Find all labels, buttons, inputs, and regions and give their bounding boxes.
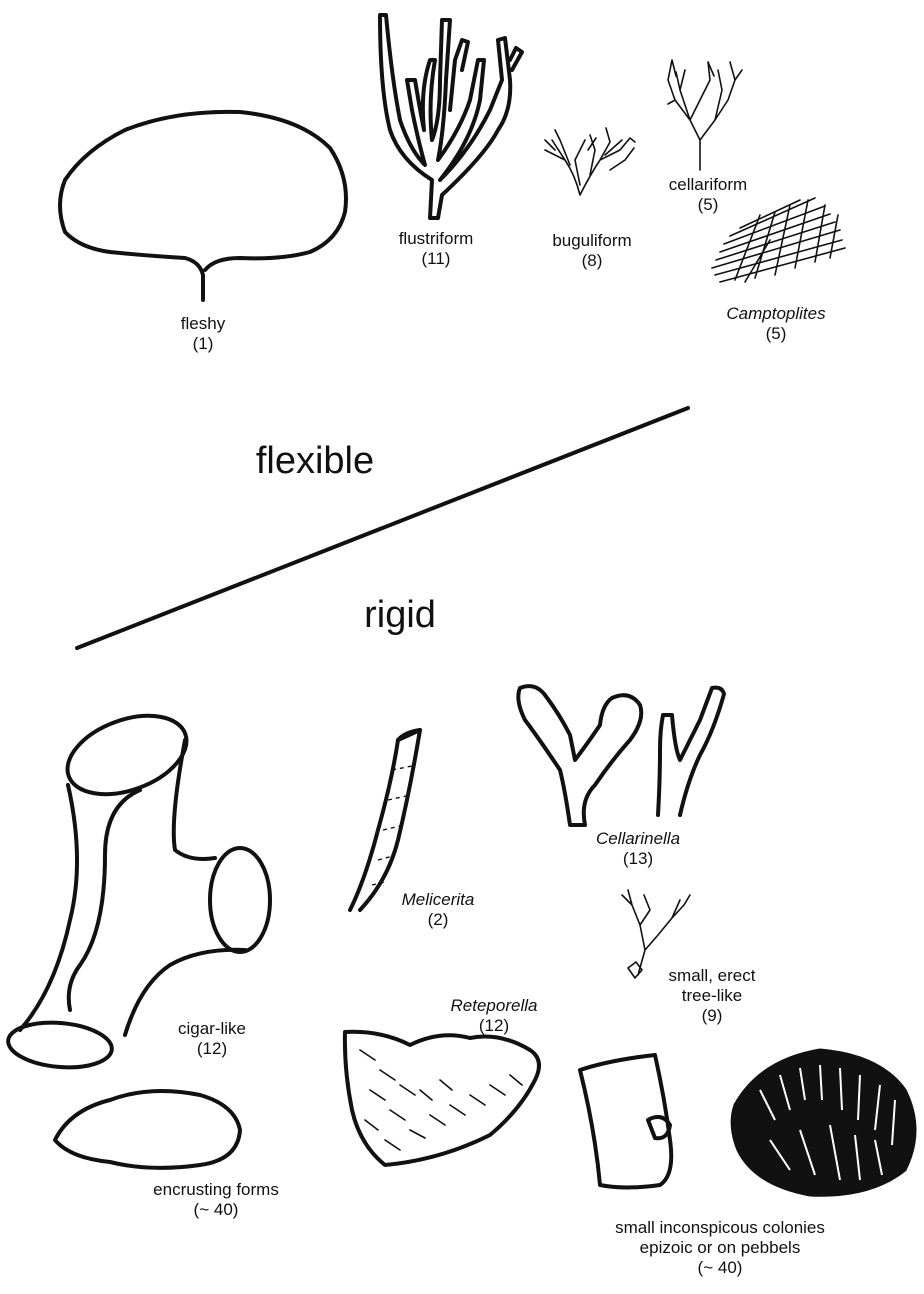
small-erect-label: small, erect tree-like (9)	[669, 966, 756, 1026]
melicerita-name: Melicerita	[402, 890, 475, 910]
cellariform-name: cellariform	[669, 175, 747, 195]
reteporella-label: Reteporella (12)	[451, 996, 538, 1036]
cellariform-drawing	[668, 60, 742, 170]
small-erect-line2: tree-like	[669, 986, 756, 1006]
rigid-label: rigid	[364, 594, 436, 637]
fleshy-drawing	[60, 112, 346, 300]
flustriform-count: (11)	[399, 249, 474, 269]
cigar-like-count: (12)	[178, 1039, 246, 1059]
cellarinella-name: Cellarinella	[596, 829, 680, 849]
encrusting-label: encrusting forms (~ 40)	[153, 1180, 279, 1220]
flustriform-name: flustriform	[399, 229, 474, 249]
fleshy-name: fleshy	[181, 314, 225, 334]
cellarinella-label: Cellarinella (13)	[596, 829, 680, 869]
inconspicuous-line2: epizoic or on pebbels	[615, 1238, 825, 1258]
cigar-like-label: cigar-like (12)	[178, 1019, 246, 1059]
reteporella-count: (12)	[451, 1016, 538, 1036]
encrusting-count: (~ 40)	[153, 1200, 279, 1220]
small-erect-count: (9)	[669, 1006, 756, 1026]
cellariform-count: (5)	[669, 195, 747, 215]
reteporella-drawing	[345, 1032, 539, 1165]
cellariform-label: cellariform (5)	[669, 175, 747, 215]
inconspicuous-count: (~ 40)	[615, 1258, 825, 1278]
camptoplites-count: (5)	[726, 324, 825, 344]
buguliform-count: (8)	[552, 251, 631, 271]
camptoplites-name: Camptoplites	[726, 304, 825, 324]
fleshy-count: (1)	[181, 334, 225, 354]
cellarinella-count: (13)	[596, 849, 680, 869]
camptoplites-label: Camptoplites (5)	[726, 304, 825, 344]
flexible-label: flexible	[256, 440, 374, 483]
small-erect-drawing	[622, 890, 690, 978]
buguliform-drawing	[545, 128, 635, 195]
melicerita-count: (2)	[402, 910, 475, 930]
small-erect-line1: small, erect	[669, 966, 756, 986]
flustriform-drawing	[380, 15, 522, 218]
buguliform-name: buguliform	[552, 231, 631, 251]
fleshy-label: fleshy (1)	[181, 314, 225, 354]
flustriform-label: flustriform (11)	[399, 229, 474, 269]
encrusting-drawing	[55, 1091, 240, 1168]
melicerita-drawing	[350, 730, 420, 910]
inconspicuous-line1: small inconspicous colonies	[615, 1218, 825, 1238]
buguliform-label: buguliform (8)	[552, 231, 631, 271]
encrusting-name: encrusting forms	[153, 1180, 279, 1200]
cigar-like-drawing	[6, 701, 270, 1072]
inconspicuous-colonies-label: small inconspicous colonies epizoic or o…	[615, 1218, 825, 1278]
reteporella-name: Reteporella	[451, 996, 538, 1016]
cigar-like-name: cigar-like	[178, 1019, 246, 1039]
inconspicuous-colonies-drawing	[580, 1050, 915, 1195]
melicerita-label: Melicerita (2)	[402, 890, 475, 930]
cellarinella-drawing	[518, 686, 724, 825]
